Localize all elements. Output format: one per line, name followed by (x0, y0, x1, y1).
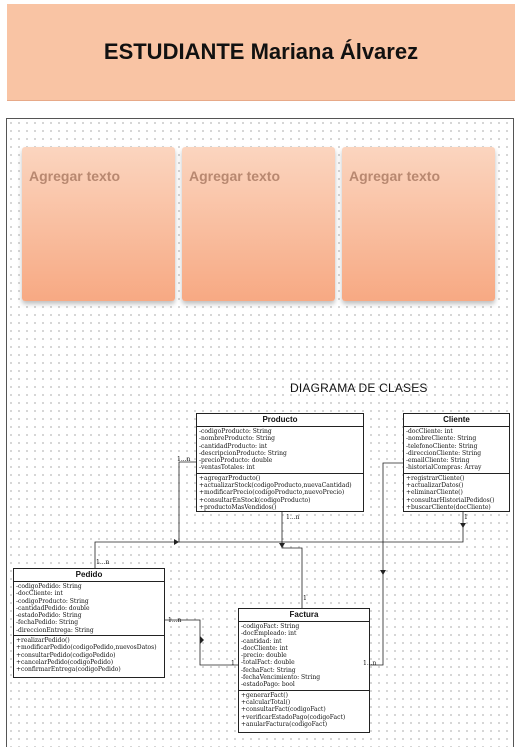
method: +consultarHistorialPedidos() (406, 496, 495, 504)
arrowhead (200, 636, 204, 644)
association-pedido-producto (94, 461, 196, 568)
method: +consultarPedido(codigoPedido) (16, 651, 116, 659)
arrowhead (174, 539, 179, 545)
method: +anularFactura(codigoFact) (241, 720, 328, 728)
attribute: -direccionEntrega: String (16, 626, 94, 634)
arrowhead (279, 543, 285, 548)
attribute: -codigoPedido: String (16, 583, 82, 590)
attribute: -codigoProducto: String (199, 428, 272, 435)
attribute: -ventasTotales: int (199, 464, 255, 472)
attribute: -emailCliente: String (406, 457, 470, 465)
attribute: -cantidadPedido: double (16, 604, 90, 612)
method: +verificarEstadoPago(codigoFact) (241, 713, 346, 721)
method: +calcularTotal() (241, 698, 291, 706)
sticky-note-text[interactable]: Agregar texto (349, 168, 441, 184)
class-attributes: -codigoFact: String -docEmpleado: int -c… (239, 622, 369, 691)
attribute: -estadoPago: bool (241, 681, 295, 689)
method: +actualizarStock(codigoProducto,nuevaCan… (199, 482, 352, 490)
class-methods: +realizarPedido() +modificarPedido(codig… (14, 636, 164, 674)
multiplicity-label: 1...n (177, 456, 191, 463)
class-name: Cliente (404, 414, 509, 427)
sticky-note-text[interactable]: Agregar texto (29, 168, 121, 184)
method: +confirmarEntrega(codigoPedido) (16, 666, 121, 674)
method: +modificarPedido(codigoPedido,nuevosDato… (16, 644, 157, 652)
method: +consultarEnStock(codigoProducto) (199, 496, 311, 504)
multiplicity-label: 1...n (168, 617, 182, 624)
class-producto[interactable]: Producto -codigoProducto: String -nombre… (196, 413, 364, 512)
class-attributes: -codigoProducto: String -nombreProducto:… (197, 427, 363, 474)
attribute: -estadoPedido: String (16, 612, 82, 620)
sticky-note-1[interactable]: Agregar texto (22, 147, 175, 301)
attribute: -telefonoCliente: String (406, 442, 478, 450)
attribute: -descripcionProducto: String (199, 449, 287, 457)
method: +eliminarCliente() (406, 489, 463, 497)
multiplicity-label: 1 (303, 595, 307, 602)
page-title: ESTUDIANTE Mariana Álvarez (103, 39, 419, 64)
method: +consultarFact(codigoFact) (241, 706, 326, 714)
method: +buscarCliente(docCliente) (406, 503, 491, 511)
attribute: -docCliente: int (406, 428, 453, 435)
method: +registrarCliente() (406, 474, 465, 482)
attribute: -fechaFact: String (241, 666, 296, 674)
method: +actualizarDatos() (406, 482, 464, 490)
method: +productoMasVendidos() (199, 503, 277, 511)
attribute: -nombreCliente: String (406, 435, 477, 443)
attribute: -precioProducto: double (199, 457, 273, 465)
attribute: -cantidadProducto: int (199, 442, 268, 450)
class-factura[interactable]: Factura -codigoFact: String -docEmpleado… (238, 608, 370, 733)
attribute: -codigoProducto: String (16, 597, 89, 605)
class-cliente[interactable]: Cliente -docCliente: int -nombreCliente:… (403, 413, 510, 512)
sticky-note-2[interactable]: Agregar texto (182, 147, 335, 301)
sticky-note-3[interactable]: Agregar texto (342, 147, 495, 301)
multiplicity-label: 1...n (363, 660, 377, 667)
method: +generarFact() (241, 691, 288, 699)
attribute: -docEmpleado: int (241, 630, 297, 638)
class-attributes: -docCliente: int -nombreCliente: String … (404, 427, 509, 474)
class-methods: +registrarCliente() +actualizarDatos() +… (404, 474, 509, 512)
attribute: -nombreProducto: String (199, 435, 276, 443)
attribute: -totalFact: double (241, 659, 295, 667)
attribute: -codigoFact: String (241, 623, 300, 630)
method: +modificarPrecio(codigoProducto,nuevoPre… (199, 489, 345, 497)
class-methods: +generarFact() +calcularTotal() +consult… (239, 691, 369, 729)
attribute: -docCliente: int (241, 644, 288, 652)
class-methods: +agregarProducto() +actualizarStock(codi… (197, 474, 363, 512)
multiplicity-label: 1...n (96, 559, 110, 566)
method: +cancelarPedido(codigoPedido) (16, 658, 114, 666)
diagram-title: DIAGRAMA DE CLASES (290, 381, 428, 395)
multiplicity-label: 1 (231, 660, 235, 667)
association-cliente-pedido (179, 512, 464, 543)
attribute: -direccionCliente: String (406, 449, 482, 457)
arrowhead (460, 523, 466, 528)
attribute: -cantidad: int (241, 637, 282, 645)
multiplicity-label: 1...n (286, 514, 300, 521)
association-cliente-factura (370, 462, 403, 666)
association-producto-factura (281, 512, 303, 608)
method: +agregarProducto() (199, 474, 261, 482)
attribute: -docCliente: int (16, 590, 63, 598)
multiplicity-label: 1 (464, 514, 468, 521)
class-name: Pedido (14, 569, 164, 582)
class-name: Factura (239, 609, 369, 622)
class-name: Producto (197, 414, 363, 427)
title-banner: ESTUDIANTE Mariana Álvarez (7, 4, 515, 101)
arrowhead (380, 570, 386, 575)
sticky-note-text[interactable]: Agregar texto (189, 168, 281, 184)
method: +realizarPedido() (16, 637, 70, 645)
class-pedido[interactable]: Pedido -codigoPedido: String -docCliente… (13, 568, 165, 678)
attribute: -fechaVencimiento: String (241, 674, 321, 682)
attribute: -historialCompras: Array (406, 464, 482, 472)
class-attributes: -codigoPedido: String -docCliente: int -… (14, 582, 164, 637)
attribute: -precio: double (241, 652, 287, 660)
attribute: -fechaPedido: String (16, 619, 79, 627)
